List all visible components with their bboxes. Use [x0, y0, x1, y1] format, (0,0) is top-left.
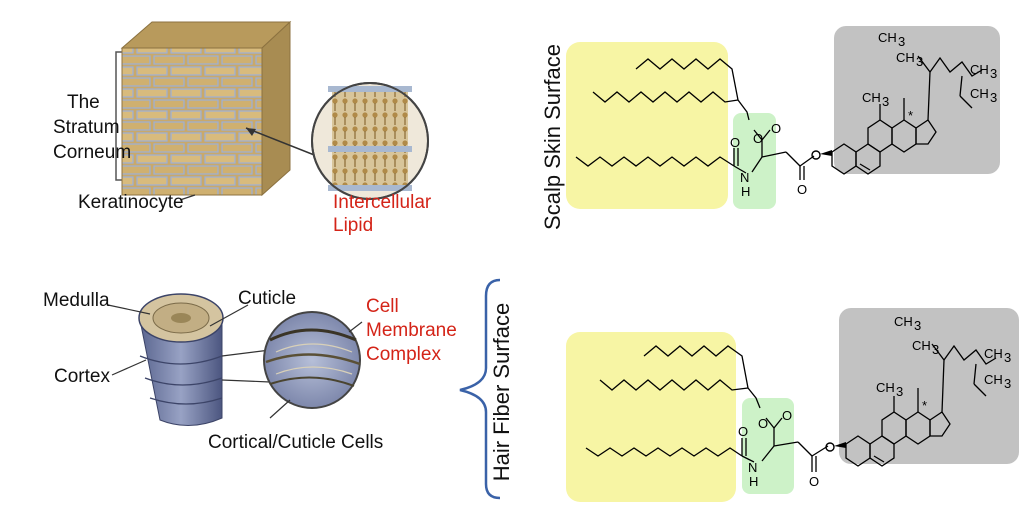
subscript-label: 3 — [990, 66, 997, 81]
cortical-cuticle-cells-label: Cortical/Cuticle Cells — [208, 432, 384, 453]
lipid-chain-region-2 — [566, 332, 736, 502]
amino-acid-region-2 — [742, 398, 794, 494]
atom-h-top: H — [741, 184, 750, 199]
methyl-bottom-2: CH — [912, 338, 931, 353]
subscript-label: 3 — [898, 34, 905, 49]
subscript-label: 3 — [914, 318, 921, 333]
stratum-label-line-1: The — [67, 92, 100, 113]
methyl-bottom-5: CH — [984, 372, 1003, 387]
methyl-top-1: CH — [878, 30, 897, 45]
chiral-mark-top: * — [908, 108, 913, 123]
atom-o3-top: O — [730, 135, 740, 150]
subscript-label: 3 — [896, 384, 903, 399]
methyl-top-2: CH — [896, 50, 915, 65]
lipid-label-line-1: Intercellular — [333, 192, 432, 213]
subscript-label: 3 — [990, 90, 997, 105]
subscript-label: 3 — [1004, 376, 1011, 391]
cuticle-label: Cuticle — [238, 288, 297, 309]
methyl-top-3: CH — [862, 90, 881, 105]
methyl-bottom-1: CH — [894, 314, 913, 329]
keratinocyte-label: Keratinocyte — [78, 192, 184, 213]
stratum-label-line-2: Stratum — [53, 117, 120, 138]
atom-n-bottom: N — [748, 460, 757, 475]
stratum-corneum-illustration — [115, 20, 429, 201]
subscript-label: 3 — [916, 54, 923, 69]
lipid-label-line-2: Lipid — [333, 215, 374, 236]
atom-h-bottom: H — [749, 474, 758, 489]
cmc-label-line-2: Membrane — [366, 320, 457, 341]
sterol-region — [834, 26, 1000, 174]
methyl-top-5: CH — [970, 86, 989, 101]
hair-fiber-illustration — [107, 278, 501, 500]
methyl-bottom-4: CH — [984, 346, 1003, 361]
stratum-label-line-3: Corneum — [53, 142, 132, 163]
atom-o1-bottom: O — [758, 416, 768, 431]
lipid-chain-region — [566, 42, 728, 209]
atom-o2-bottom: O — [782, 408, 792, 423]
cmc-label-line-1: Cell — [366, 296, 399, 317]
atom-o2-top: O — [771, 121, 781, 136]
chiral-mark-bottom: * — [922, 398, 927, 413]
atom-o4-bottom: O — [809, 474, 819, 489]
methyl-bottom-3: CH — [876, 380, 895, 395]
atom-n-top: N — [740, 170, 749, 185]
cmc-label-line-3: Complex — [366, 344, 441, 365]
cortex-label: Cortex — [54, 366, 110, 387]
atom-o4-top: O — [797, 182, 807, 197]
subscript-label: 3 — [932, 342, 939, 357]
atom-o3-bottom: O — [738, 424, 748, 439]
subscript-label: 3 — [1004, 350, 1011, 365]
atom-o1-top: O — [753, 131, 763, 146]
hair-brace — [459, 278, 501, 500]
sterol-region-2 — [839, 308, 1019, 464]
medulla-label: Medulla — [43, 290, 110, 311]
methyl-top-4: CH — [970, 62, 989, 77]
subscript-label: 3 — [882, 94, 889, 109]
amino-acid-region — [733, 113, 776, 209]
